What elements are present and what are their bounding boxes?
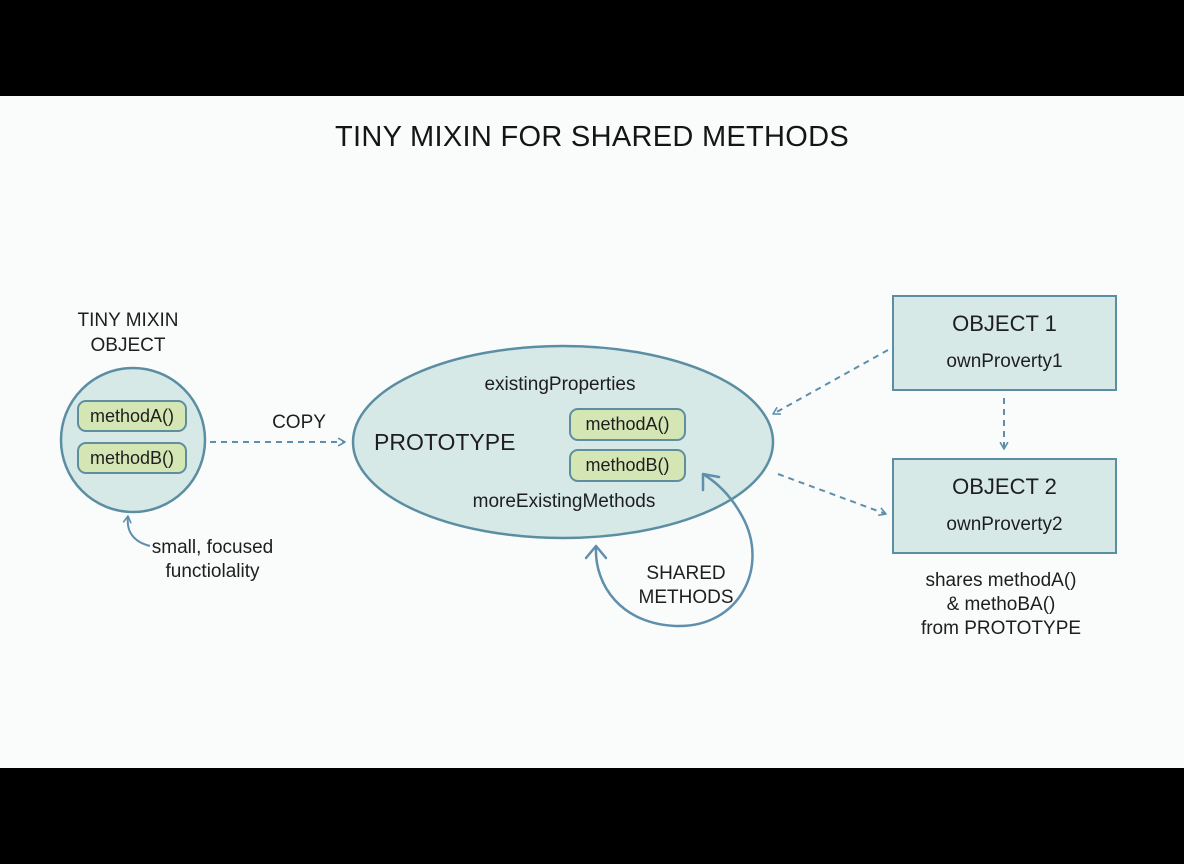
- prototype-ellipse: [351, 344, 775, 540]
- diagram-canvas: TINY MIXIN FOR SHARED METHODS TINY MIXIN…: [0, 96, 1184, 768]
- prototype-method-a: methodA(): [569, 408, 686, 441]
- mixin-note-line2: functiolality: [165, 561, 260, 582]
- object1-box: OBJECT 1 ownProverty1: [892, 295, 1117, 391]
- prototype-to-object2-arrow: [777, 473, 887, 516]
- mixin-label: TINY MIXIN OBJECT: [58, 308, 198, 358]
- mixin-note-line1: small, focused: [151, 537, 274, 558]
- shares-note-line1: shares methodA(): [925, 570, 1077, 591]
- mixin-method-a: methodA(): [77, 400, 187, 432]
- object2-box: OBJECT 2 ownProverty2: [892, 458, 1117, 554]
- object2-title: OBJECT 2: [952, 474, 1057, 499]
- copy-label: COPY: [272, 412, 326, 433]
- shares-note-line2: & methoBA(): [946, 594, 1056, 615]
- note-arrow: [122, 515, 151, 547]
- shared-methods-loop-arrow: [594, 472, 754, 628]
- mixin-note: small, focused functiolality: [140, 536, 285, 584]
- prototype-method-b: methodB(): [569, 449, 686, 482]
- shared-methods-label-line1: SHARED: [646, 563, 726, 584]
- prototype-existing-properties: existingProperties: [484, 374, 636, 395]
- shares-note-line3: from PROTOTYPE: [920, 618, 1082, 639]
- object1-title: OBJECT 1: [952, 311, 1057, 336]
- shared-methods-label-line2: METHODS: [638, 587, 734, 608]
- shares-note: shares methodA() & methoBA() from PROTOT…: [900, 569, 1102, 641]
- mixin-circle: [59, 366, 207, 514]
- shared-loop-arrowhead-bottom: [584, 544, 608, 560]
- shared-loop-arrowhead-top: [701, 472, 721, 492]
- prototype-label: PROTOTYPE: [374, 429, 516, 455]
- object1-property: ownProverty1: [946, 351, 1063, 372]
- prototype-more-existing-methods: moreExistingMethods: [472, 491, 656, 512]
- mixin-method-b: methodB(): [77, 442, 187, 474]
- shared-methods-label: SHARED METHODS: [630, 562, 742, 610]
- mixin-label-line2: OBJECT: [90, 335, 166, 356]
- diagram-title: TINY MIXIN FOR SHARED METHODS: [334, 121, 850, 153]
- object1-to-prototype-arrow: [772, 349, 889, 415]
- object2-property: ownProverty2: [946, 514, 1063, 535]
- diagram-shapes: [59, 344, 1009, 628]
- mixin-label-line1: TINY MIXIN: [77, 310, 179, 331]
